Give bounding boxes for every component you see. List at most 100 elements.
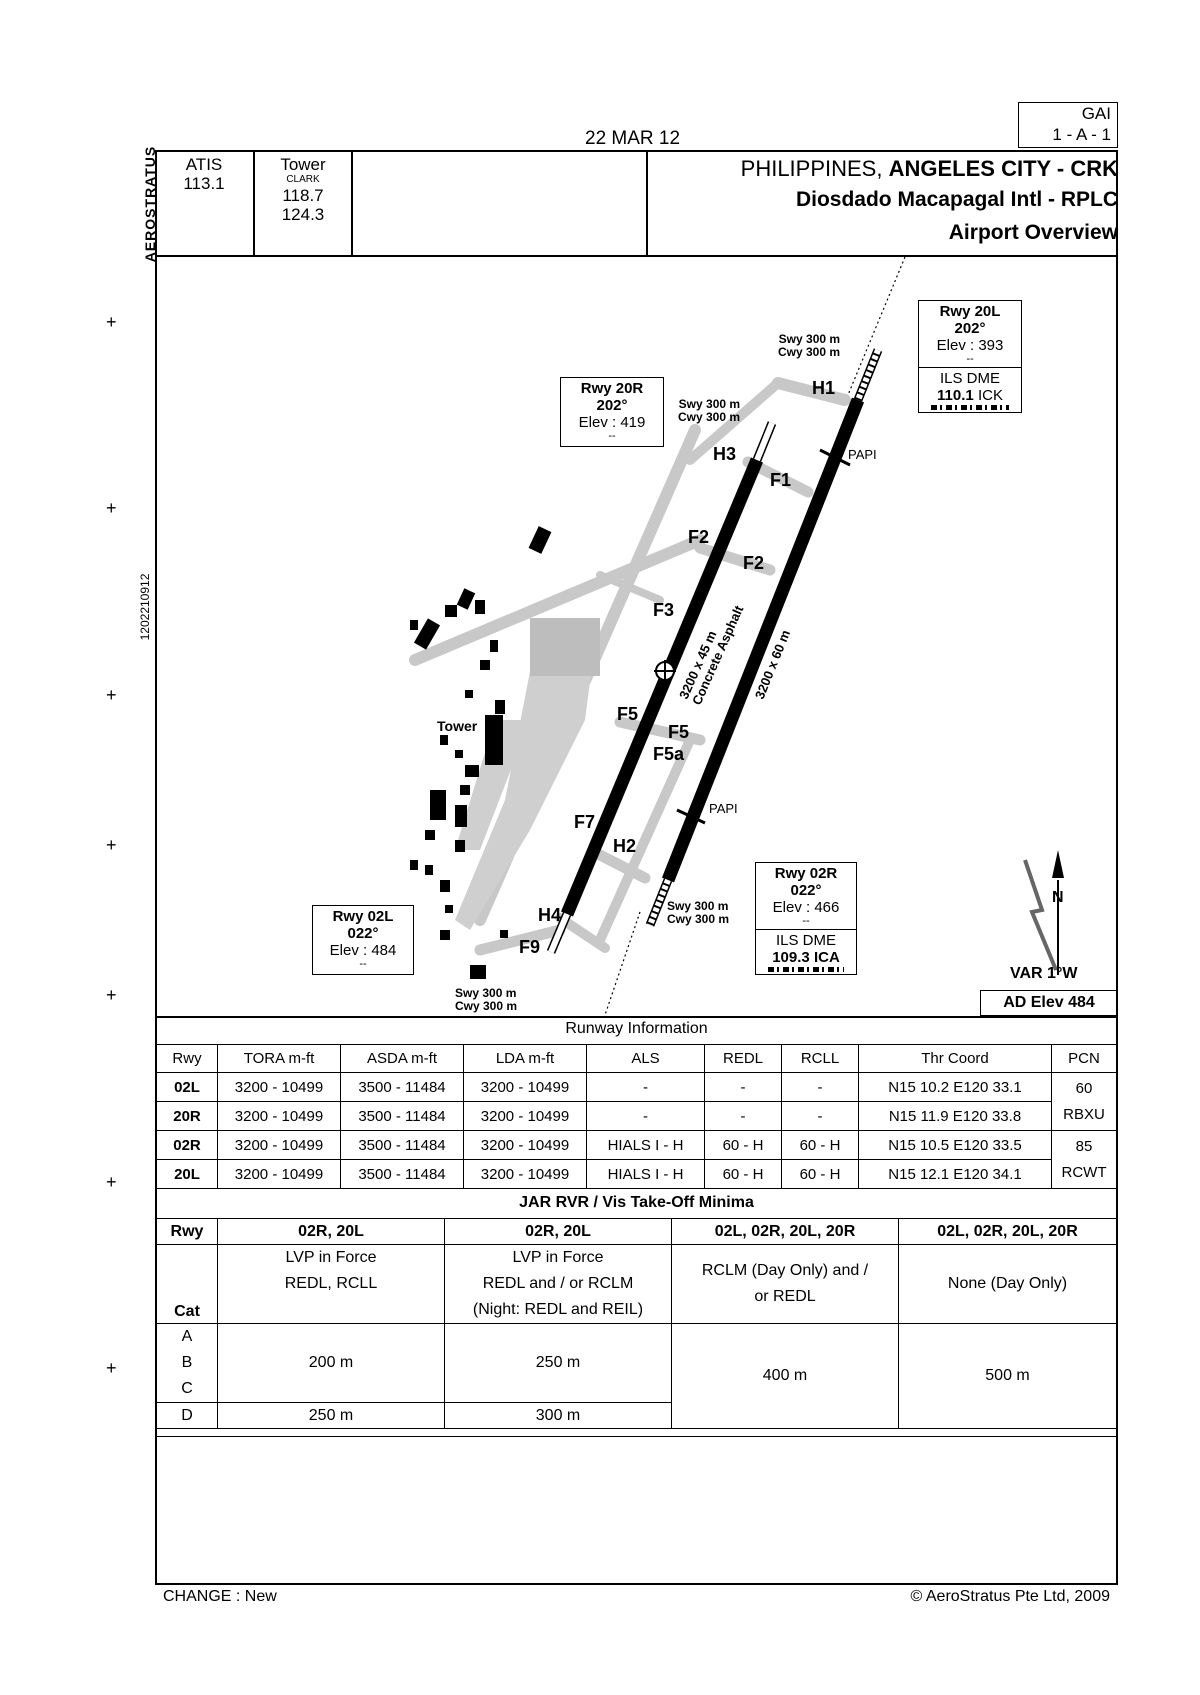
cat-d: D — [156, 1402, 218, 1429]
minima-col-3: 02L, 02R, 20L, 20R — [671, 1218, 899, 1245]
minima-abcd-3: 400 m — [671, 1323, 899, 1429]
cell: - — [704, 1101, 782, 1131]
runway-info-table: Rwy TORA m-ft ASDA m-ft LDA m-ft ALS RED… — [156, 1044, 1117, 1189]
diagram-bottom-divider — [155, 1016, 1118, 1018]
cell: 3200 - 10499 — [217, 1159, 341, 1189]
chart-title: Airport Overview — [948, 221, 1118, 244]
runway-info-header: Rwy TORA m-ft ASDA m-ft LDA m-ft ALS RED… — [156, 1044, 1117, 1073]
swy-20r: Swy 300 m — [678, 397, 741, 411]
minima-table: Rwy 02R, 20L 02R, 20L 02L, 02R, 20L, 20R… — [156, 1218, 1117, 1429]
extended-centerline-north — [847, 257, 906, 396]
minima-abcd-4: 500 m — [898, 1323, 1117, 1429]
rwy-02r-ils-freq: 109.3 — [772, 949, 810, 966]
rwy-20r-elev: Elev : 419 — [578, 414, 646, 431]
hdr-rcll: RCLL — [781, 1044, 859, 1073]
margin-cross: + — [106, 498, 117, 518]
rwy-02r-dash: -- — [802, 915, 810, 927]
minima-hdr-rwy: Rwy — [156, 1218, 218, 1245]
cell: 60 - H — [704, 1159, 782, 1189]
header-divider — [155, 255, 1118, 257]
hdr-asda: ASDA m-ft — [340, 1044, 464, 1073]
cell: 60 - H — [781, 1130, 859, 1160]
rwy-02l-hdg: 022° — [347, 925, 379, 942]
magnetic-bolt — [1023, 859, 1058, 971]
taxiway-label-f2-west: F2 — [688, 527, 710, 547]
hdr-redl: REDL — [704, 1044, 782, 1073]
cat-c: C — [181, 1380, 193, 1397]
stopway-20r-fill — [754, 421, 775, 462]
cwy-02l: Cwy 300 m — [455, 999, 518, 1013]
taxiway-f2-west — [409, 534, 706, 666]
runway-02l-20r — [561, 457, 763, 917]
atis-freq: 113.1 — [183, 174, 225, 193]
taxiway-label-h4: H4 — [538, 905, 562, 925]
tower-label-map: Tower — [437, 718, 478, 734]
rwy-02r-morse — [768, 967, 844, 972]
cond2-line2: REDL and / or RCLM — [482, 1275, 634, 1292]
cell: 3200 - 10499 — [217, 1072, 341, 1102]
cond3-line2: or REDL — [754, 1288, 816, 1305]
papi-02r-label: PAPI — [709, 801, 738, 816]
cell: 3200 - 10499 — [463, 1072, 587, 1102]
cond3-line1: RCLM (Day Only) and / — [701, 1262, 869, 1279]
change-note: CHANGE : New — [163, 1588, 277, 1605]
cell: - — [586, 1072, 705, 1102]
country-city: PHILIPPINES, ANGELES CITY - CRK — [741, 156, 1118, 182]
cell: 3200 - 10499 — [463, 1101, 587, 1131]
minima-header: Rwy 02R, 20L 02R, 20L 02L, 02R, 20L, 20R… — [156, 1218, 1117, 1245]
minima-col-4: 02L, 02R, 20L, 20R — [898, 1218, 1117, 1245]
rwy-02r-box: Rwy 02R 022° Elev : 466 -- ILS DME 109.3… — [755, 862, 857, 975]
taxiway-label-f5-west: F5 — [617, 704, 639, 724]
taxiway-label-f1: F1 — [770, 470, 792, 490]
ad-elev-box: AD Elev 484 — [980, 990, 1118, 1016]
hdr-als: ALS — [586, 1044, 705, 1073]
pcn-code-1: RBXU — [1063, 1105, 1105, 1123]
airport-diagram: Tower N 3200 x 45 m Concrete Asphalt 320… — [409, 257, 1064, 1016]
empty-freq-cell — [353, 150, 648, 257]
cell: 60 - H — [781, 1159, 859, 1189]
taxiway-label-f5a: F5a — [653, 744, 685, 764]
taxiway-f9 — [474, 924, 566, 956]
swy-02r: Swy 300 m — [667, 899, 729, 913]
tower-freq1: 118.7 — [282, 186, 324, 205]
table-row: 02R 3200 - 10499 3500 - 11484 3200 - 104… — [156, 1130, 1117, 1189]
cell: N15 10.5 E120 33.5 — [858, 1130, 1052, 1160]
cwy-02r: Cwy 300 m — [667, 912, 730, 926]
rwy-20l-ils-label: ILS DME — [939, 370, 1000, 387]
pcn-cell-2: 85 RCWT — [1051, 1130, 1117, 1189]
ad-elev-label: AD Elev 484 — [1003, 994, 1095, 1011]
cond2-line3: (Night: REDL and REIL) — [472, 1301, 644, 1318]
runway-info-title: Runway Information — [565, 1020, 708, 1037]
rwy-20r-name: Rwy 20R — [580, 380, 644, 397]
minima-cat-label: Cat — [156, 1244, 218, 1324]
tower-sub: CLARK — [286, 174, 320, 185]
hdr-tora: TORA m-ft — [217, 1044, 341, 1073]
rwy-20r-box: Rwy 20R 202° Elev : 419 -- — [560, 377, 664, 447]
taxiway-h1 — [772, 377, 851, 406]
minima-cats-abc: A B C — [156, 1323, 218, 1403]
atis-label: ATIS — [185, 155, 223, 174]
north-label: N — [1052, 889, 1064, 906]
runway-02r-20l — [661, 397, 865, 883]
swy-02l: Swy 300 m — [455, 986, 517, 1000]
cell: 3500 - 11484 — [340, 1072, 464, 1102]
rwy-20l-elev: Elev : 393 — [936, 337, 1004, 354]
rwy-20l-morse — [931, 405, 1009, 410]
rwy-02l-dash: -- — [359, 958, 367, 970]
copyright: © AeroStratus Pte Ltd, 2009 — [910, 1588, 1110, 1605]
var-label: VAR 1°W — [1010, 965, 1078, 982]
taxiway-label-f3: F3 — [653, 600, 675, 620]
cwy-20l: Cwy 300 m — [778, 345, 841, 359]
cell: 3200 - 10499 — [463, 1130, 587, 1160]
minima-d-2: 300 m — [444, 1402, 672, 1429]
taxiway-label-f7: F7 — [574, 812, 596, 832]
chart-code-line1: GAI — [1081, 104, 1111, 123]
cell: 3500 - 11484 — [340, 1101, 464, 1131]
cargo-apron — [455, 720, 530, 850]
margin-cross: + — [106, 835, 117, 855]
cell: 60 - H — [704, 1130, 782, 1160]
papi-20l-bar — [819, 448, 851, 467]
atis-cell: ATIS 113.1 — [155, 150, 255, 257]
